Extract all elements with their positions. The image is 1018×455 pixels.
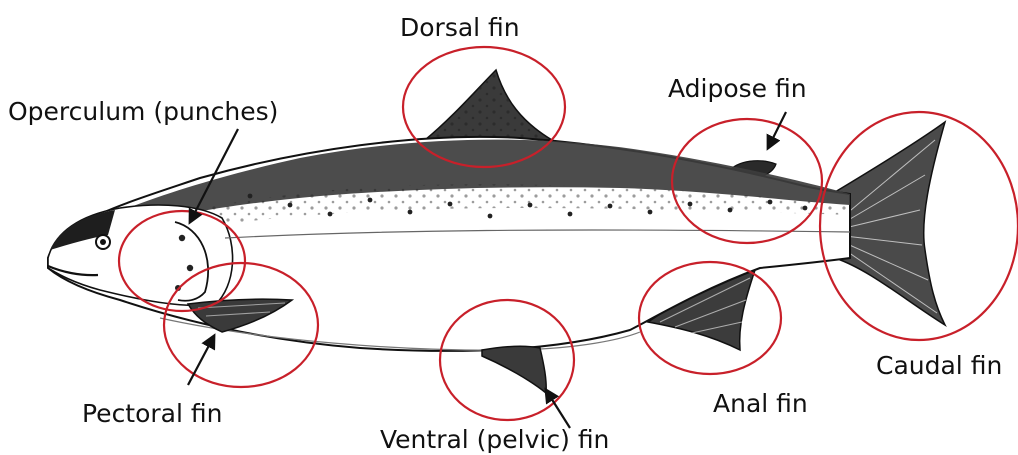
anal-fin-label: Anal fin: [713, 389, 808, 418]
ventral-fin-label: Ventral (pelvic) fin: [380, 425, 609, 454]
caudal-fin-label: Caudal fin: [876, 351, 1002, 380]
operculum-label: Operculum (punches): [8, 97, 278, 126]
caudal-fin-shape: [835, 122, 945, 325]
pectoral-fin-label: Pectoral fin: [82, 399, 223, 428]
adipose-fin-label: Adipose fin: [668, 74, 807, 103]
adipose-arrow: [768, 112, 786, 148]
dorsal-fin-label: Dorsal fin: [400, 13, 520, 42]
ventral-arrow: [546, 390, 570, 428]
ventral-fin-shape: [482, 346, 546, 393]
